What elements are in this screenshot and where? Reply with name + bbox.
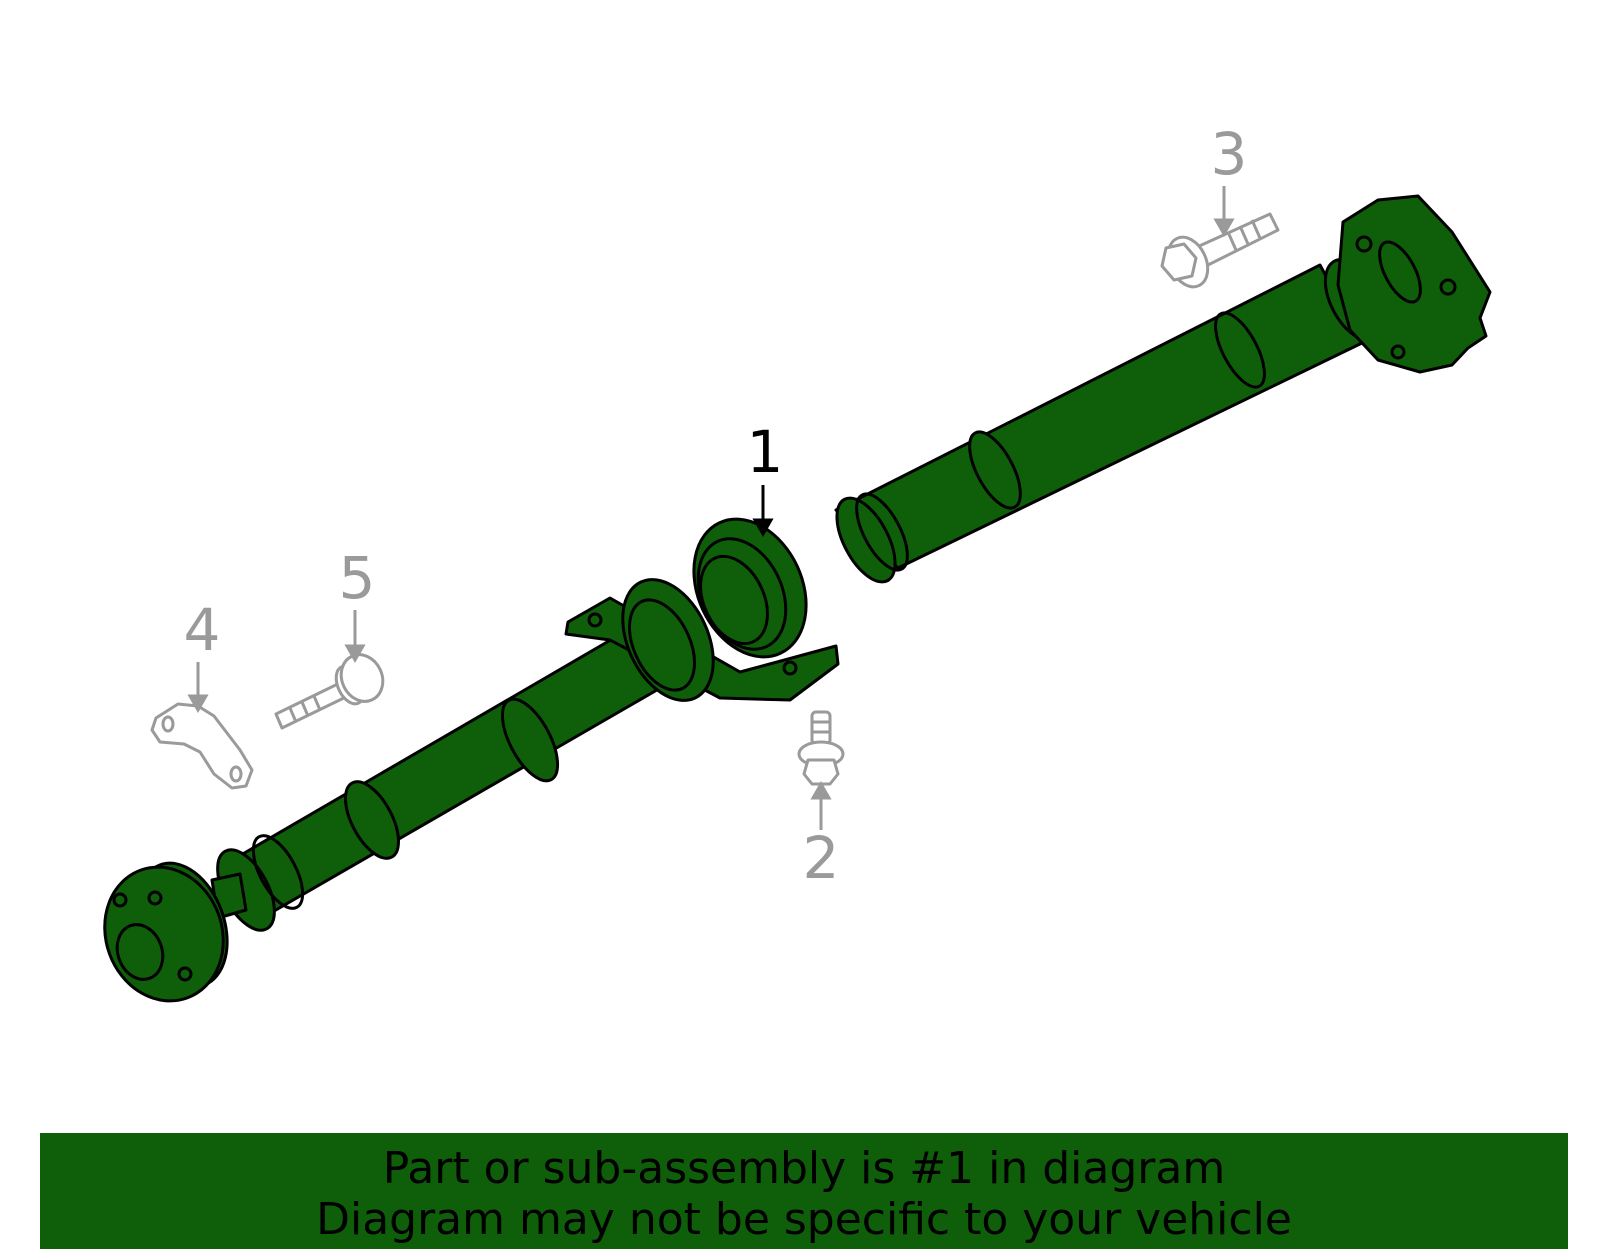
banner-line-1: Part or sub-assembly is #1 in diagram — [382, 1143, 1226, 1194]
callout-number-5[interactable]: 5 — [339, 544, 376, 612]
front-tube-section — [500, 697, 560, 783]
front-shaft-tube — [220, 618, 697, 920]
center-bearing-outer — [692, 517, 808, 659]
bolt-thread — [312, 695, 322, 711]
front-tube-section — [344, 780, 400, 860]
callout-number-1[interactable]: 1 — [747, 418, 784, 486]
front-flange-bolt-hole — [177, 966, 193, 982]
propeller-shaft[interactable] — [86, 194, 1492, 1018]
bracket-bolt-part-2[interactable] — [797, 710, 845, 786]
bolt-hex-head — [1160, 242, 1198, 282]
front-flange-bolt-hole — [147, 890, 163, 906]
rear-coupling-bolt-hole — [1390, 344, 1406, 360]
front-tube-end-ring — [251, 834, 305, 910]
callout-number-3[interactable]: 3 — [1211, 120, 1248, 188]
bolt-thread — [1250, 219, 1262, 239]
bolt-hex-head — [802, 758, 840, 786]
bracket-bolt-hole — [587, 612, 603, 628]
flange-bolt-part-3[interactable] — [1160, 212, 1280, 293]
callout-number-4[interactable]: 4 — [184, 596, 221, 664]
rear-shaft-tube — [834, 263, 1364, 570]
front-flange-hub — [115, 923, 165, 981]
bracket-hole — [229, 765, 243, 783]
bolt-part-5[interactable] — [274, 648, 390, 730]
bracket-part-4[interactable] — [150, 702, 254, 790]
notice-banner: Part or sub-assembly is #1 in diagram Di… — [40, 1133, 1568, 1249]
front-flange-bolt-hole — [112, 892, 128, 908]
bolt-thread — [300, 701, 310, 717]
center-bearing-ring — [699, 554, 769, 646]
arrow-head-3 — [1213, 218, 1235, 238]
banner-line-2: Diagram may not be specific to your vehi… — [316, 1194, 1292, 1245]
rear-tube-joint-ring — [1214, 311, 1266, 389]
rear-coupling-bolt-hole — [1439, 278, 1457, 296]
bolt-thread — [1238, 225, 1250, 245]
center-bearing-collar-ring — [628, 598, 696, 692]
arrow-head-2 — [810, 780, 832, 800]
bracket-hole — [161, 715, 175, 733]
callout-arrows — [187, 186, 1235, 830]
callout-number-2[interactable]: 2 — [803, 824, 840, 892]
arrow-head-1 — [752, 518, 774, 538]
rear-coupling-hub — [1378, 240, 1422, 304]
bolt-shank — [810, 710, 832, 746]
bolt-thread — [1226, 231, 1238, 251]
bracket-bolt-hole — [782, 660, 798, 676]
arrow-head-4 — [187, 694, 209, 714]
rear-coupling-bolt-hole — [1355, 235, 1373, 253]
arrow-head-5 — [344, 644, 366, 664]
rear-tube-ring — [968, 430, 1022, 510]
center-joint-ring — [855, 492, 909, 572]
bolt-thread — [288, 707, 298, 723]
